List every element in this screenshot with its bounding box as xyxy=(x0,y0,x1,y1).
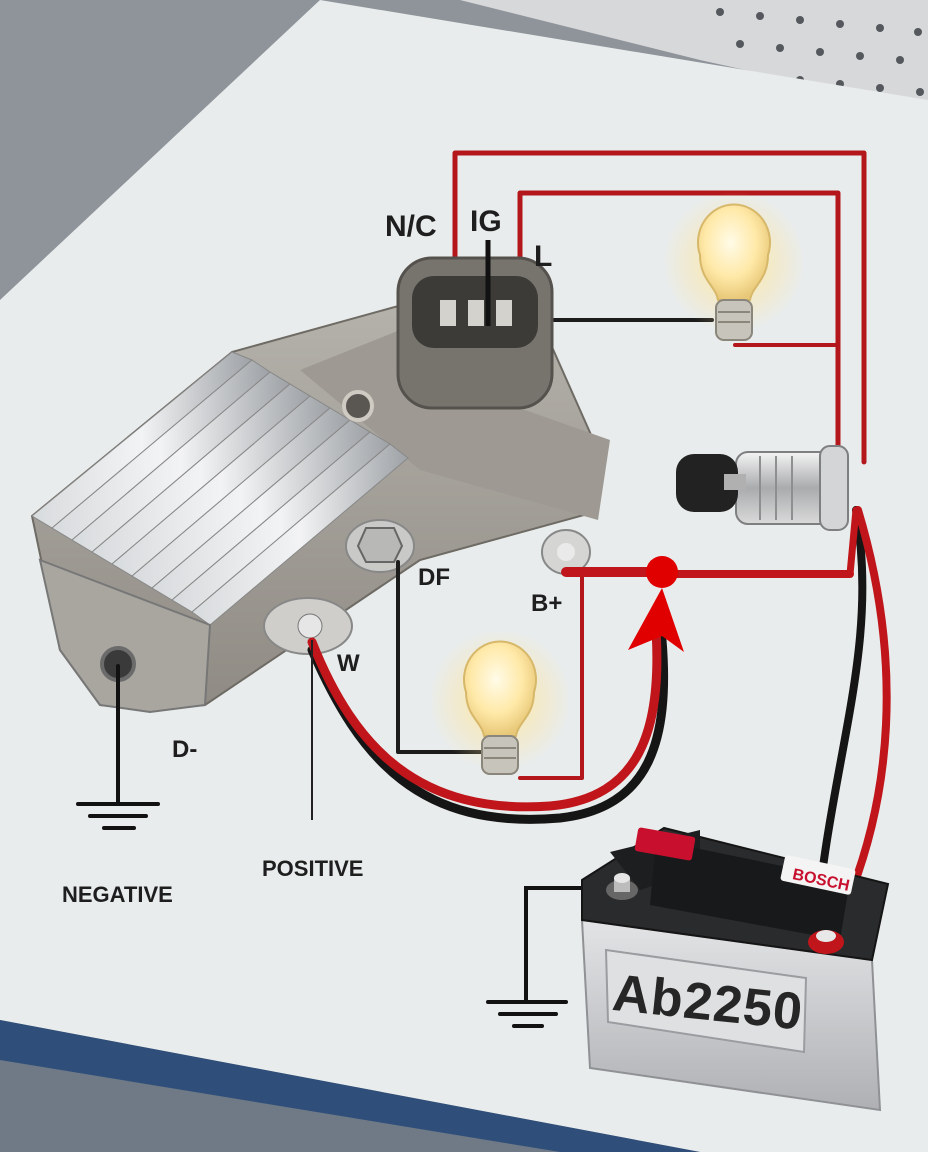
w-terminal xyxy=(263,597,353,655)
field-indicator-lamp xyxy=(430,630,570,775)
positive-terminal-post xyxy=(808,930,844,954)
negative-ground-symbol xyxy=(76,664,160,830)
w-terminal-label: W xyxy=(337,650,360,677)
b-plus-junction xyxy=(646,556,678,588)
negative-terminal-post xyxy=(606,873,638,900)
l-pin-label: L xyxy=(534,240,553,273)
negative-caption: NEGATIVE xyxy=(62,882,173,907)
d-minus-terminal-label: D- xyxy=(172,736,198,763)
ignition-switch xyxy=(676,445,849,531)
wiring-connector xyxy=(396,240,554,410)
df-terminal xyxy=(345,519,415,573)
current-flow-arrow xyxy=(628,588,684,652)
charge-warning-lamp xyxy=(664,192,804,341)
heatsink-fins xyxy=(31,351,409,626)
key-icon xyxy=(676,454,746,512)
workbench-edge xyxy=(0,1020,700,1152)
nc-pin-label: N/C xyxy=(385,210,437,243)
df-terminal-label: DF xyxy=(418,564,450,591)
battery xyxy=(580,826,890,1112)
b-plus-terminal-label: B+ xyxy=(531,590,563,617)
ig-pin-label: IG xyxy=(470,205,502,238)
voltage-regulator xyxy=(30,240,610,714)
positive-caption: POSITIVE xyxy=(262,856,364,881)
